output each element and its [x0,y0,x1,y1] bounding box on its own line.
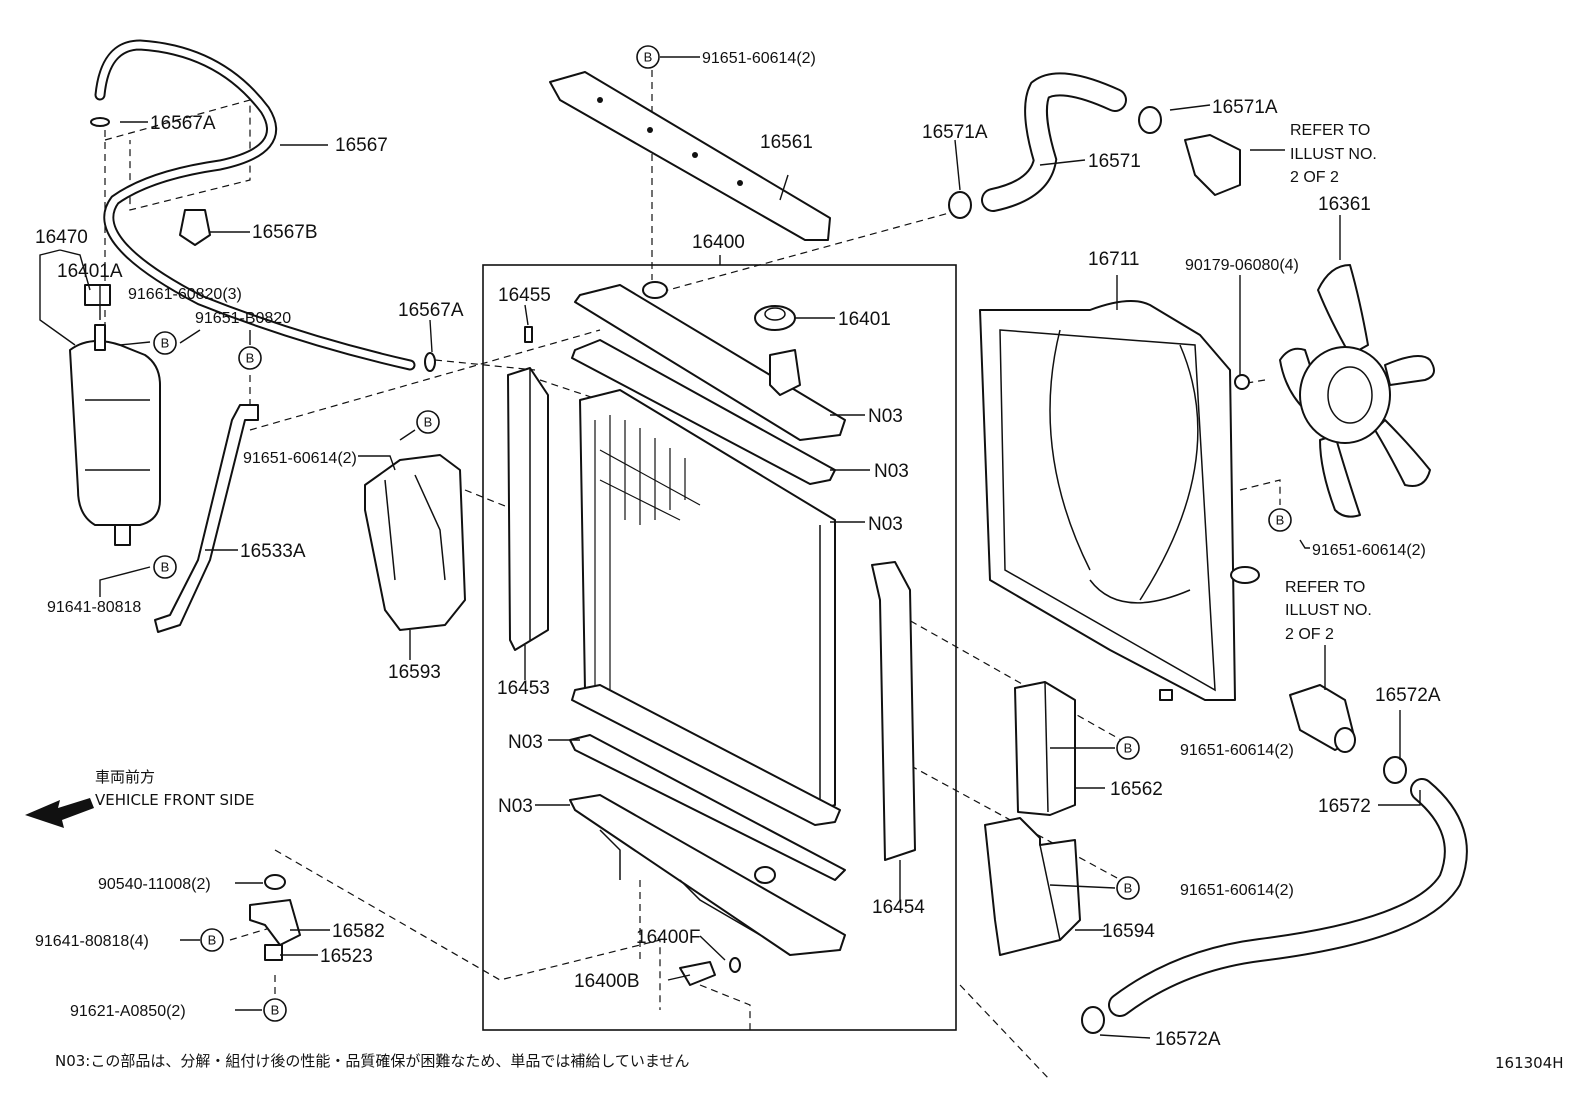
label-16400F: 16400F [636,927,700,948]
bolt-marker-5: B [153,555,177,579]
svg-text:B: B [246,351,255,366]
label-16572: 16572 [1318,796,1371,817]
label-16470: 16470 [35,227,88,248]
label-91651-60614-left: 91651-60614(2) [243,450,357,467]
part-labels: 91651-60614(2) 16561 16567A 16567 16567B… [35,50,1564,1072]
label-16561: 16561 [760,132,813,153]
reservoir-tank-16470 [69,284,161,546]
refer-top-line-1: REFER TO [1290,122,1370,139]
refer-bottom-line-1: REFER TO [1285,579,1365,596]
label-n03-1: N03 [868,406,903,427]
front-label-jp: 車両前方 [95,768,155,786]
label-16567: 16567 [335,135,388,156]
svg-text:B: B [271,1003,280,1018]
refer-bottom-line-3: 2 OF 2 [1285,626,1334,643]
label-16401A: 16401A [57,261,123,282]
seal-16594 [984,817,1081,956]
label-91661-60820: 91661-60820(3) [128,286,242,303]
label-16572A-right: 16572A [1375,685,1441,706]
label-91651-60614-low: 91651-60614(2) [1180,882,1294,899]
label-16400: 16400 [692,232,745,253]
leader-lines [39,56,1421,1039]
label-91651-60614-fan: 91651-60614(2) [1312,542,1426,559]
svg-text:B: B [424,415,433,430]
label-16711: 16711 [1088,249,1139,270]
svg-text:B: B [1124,881,1133,896]
refer-bottom-line-2: ILLUST NO. [1285,602,1372,619]
label-16571: 16571 [1088,151,1141,172]
label-16453: 16453 [497,678,550,699]
radiator-support-16561 [549,71,831,241]
water-outlet-lower [1289,684,1407,784]
bolt-marker-9: B [200,928,224,952]
label-n03-2: N03 [874,461,909,482]
svg-text:B: B [161,560,170,575]
label-91651-60614-top: 91651-60614(2) [702,50,816,67]
label-16454: 16454 [872,897,925,918]
air-guide-16593 [364,454,466,631]
bolt-marker-7: B [1116,736,1140,760]
footnote-n03: N03:この部品は、分解・組付け後の性能・品質確保が困難なため、単品では補給して… [55,1052,689,1070]
side-seal-16453 [507,367,549,651]
seal-16562 [1014,681,1076,816]
bolt-marker-1: B [636,45,660,69]
bolt-marker-2: B [153,331,177,355]
label-n03-3: N03 [868,514,903,535]
label-16400B: 16400B [574,971,640,992]
label-16533A: 16533A [240,541,306,562]
label-16594: 16594 [1102,921,1155,942]
bolt-marker-3: B [238,346,262,370]
vehicle-front-arrow [25,798,94,828]
lower-hose-16572 [1081,778,1468,1034]
label-91641-80818-4: 91641-80818(4) [35,933,149,950]
bolt-marker-6: B [1268,508,1292,532]
refer-top-line-3: 2 OF 2 [1290,169,1339,186]
bolt-marker-4: B [416,410,440,434]
refer-top-line-2: ILLUST NO. [1290,146,1377,163]
label-n03-5: N03 [498,796,533,817]
label-91651-60614-mid: 91651-60614(2) [1180,742,1294,759]
radiator-cap-16401 [524,305,796,343]
diagram-id: 161304H [1495,1054,1564,1072]
side-seal-16454 [871,561,916,861]
bolt-marker-8: B [1116,876,1140,900]
overflow-hose-16567 [90,39,436,372]
radiator-core [571,389,841,826]
svg-text:B: B [1124,741,1133,756]
svg-text:B: B [208,933,217,948]
bottom-hardware [249,874,741,986]
label-91641-80818: 91641-80818 [47,599,141,616]
front-label-en: VEHICLE FRONT SIDE [95,791,255,809]
label-90540-11008: 90540-11008(2) [98,876,211,893]
upper-hose-16571 [948,72,1241,219]
fan-shroud-16711 [979,300,1260,701]
label-16567A-mid: 16567A [398,300,464,321]
label-16401: 16401 [838,309,891,330]
cooling-fan-16361 [1234,264,1435,518]
label-16593: 16593 [388,662,441,683]
bracket-16533A [154,404,259,633]
label-90179-06080: 90179-06080(4) [1185,257,1299,274]
bolt-marker-10: B [263,998,287,1022]
label-16567A-top: 16567A [150,113,216,134]
label-91621-A0850: 91621-A0850(2) [70,1003,186,1020]
label-91651-B0820: 91651-B0820 [195,310,291,327]
label-16572A-bottom: 16572A [1155,1029,1221,1050]
label-16567B: 16567B [252,222,318,243]
label-16571A-left: 16571A [922,122,988,143]
radiator-upper-tank [571,281,846,485]
svg-text:B: B [1276,513,1285,528]
label-16455: 16455 [498,285,551,306]
svg-text:B: B [644,50,653,65]
label-16571A-right: 16571A [1212,97,1278,118]
label-n03-4: N03 [508,732,543,753]
label-16582: 16582 [332,921,385,942]
label-16562: 16562 [1110,779,1163,800]
label-16523: 16523 [320,946,373,967]
svg-text:B: B [161,336,170,351]
label-16361: 16361 [1318,194,1371,215]
radiator-lower-tank [569,734,846,956]
